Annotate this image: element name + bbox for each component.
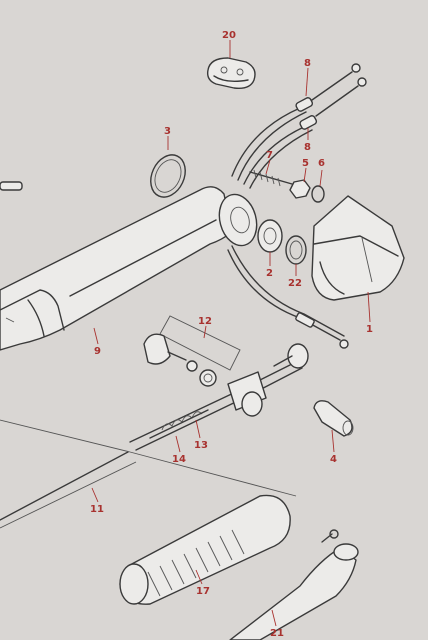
callout-2: 2 — [266, 268, 273, 279]
part-2-seal — [257, 219, 283, 253]
callout-leaders — [91, 40, 371, 627]
part-6-washer — [311, 185, 325, 203]
callout-numbers: 20 8 8 3 7 5 6 2 22 1 12 9 13 14 4 11 17… — [90, 30, 373, 639]
part-1-bracket-housing — [311, 195, 405, 301]
callout-7: 7 — [266, 150, 273, 161]
callout-11: 11 — [90, 504, 104, 515]
part-9-steering-handle — [0, 186, 258, 351]
callout-21: 21 — [270, 628, 284, 639]
callout-6: 6 — [318, 158, 325, 169]
part-12-friction-assembly — [143, 315, 241, 387]
callout-1: 1 — [366, 324, 373, 335]
callout-8-upper: 8 — [304, 58, 311, 69]
part-17-grip — [119, 494, 291, 605]
callout-4: 4 — [330, 454, 337, 465]
lower-throttle-cable — [227, 245, 349, 349]
part-7-screw — [249, 169, 293, 187]
part-20-grommet — [206, 57, 256, 90]
callout-5: 5 — [302, 158, 309, 169]
callout-20: 20 — [222, 30, 236, 41]
part-11-tube — [0, 419, 297, 529]
left-edge-fitting — [0, 181, 23, 191]
part-14-throttle-shaft — [129, 343, 309, 451]
callout-17: 17 — [196, 586, 210, 597]
callout-14: 14 — [172, 454, 186, 465]
part-21-handle-tube — [229, 529, 359, 640]
part-4-grip-insert — [313, 400, 354, 437]
callout-3: 3 — [164, 126, 171, 137]
callout-12: 12 — [198, 316, 212, 327]
part-13-spring — [149, 409, 209, 439]
callout-13: 13 — [194, 440, 208, 451]
part-3-o-ring — [150, 154, 186, 198]
callout-9: 9 — [94, 346, 101, 357]
part-8-throttle-cables — [231, 63, 367, 189]
callout-8-lower: 8 — [304, 142, 311, 153]
callout-22: 22 — [288, 278, 302, 289]
